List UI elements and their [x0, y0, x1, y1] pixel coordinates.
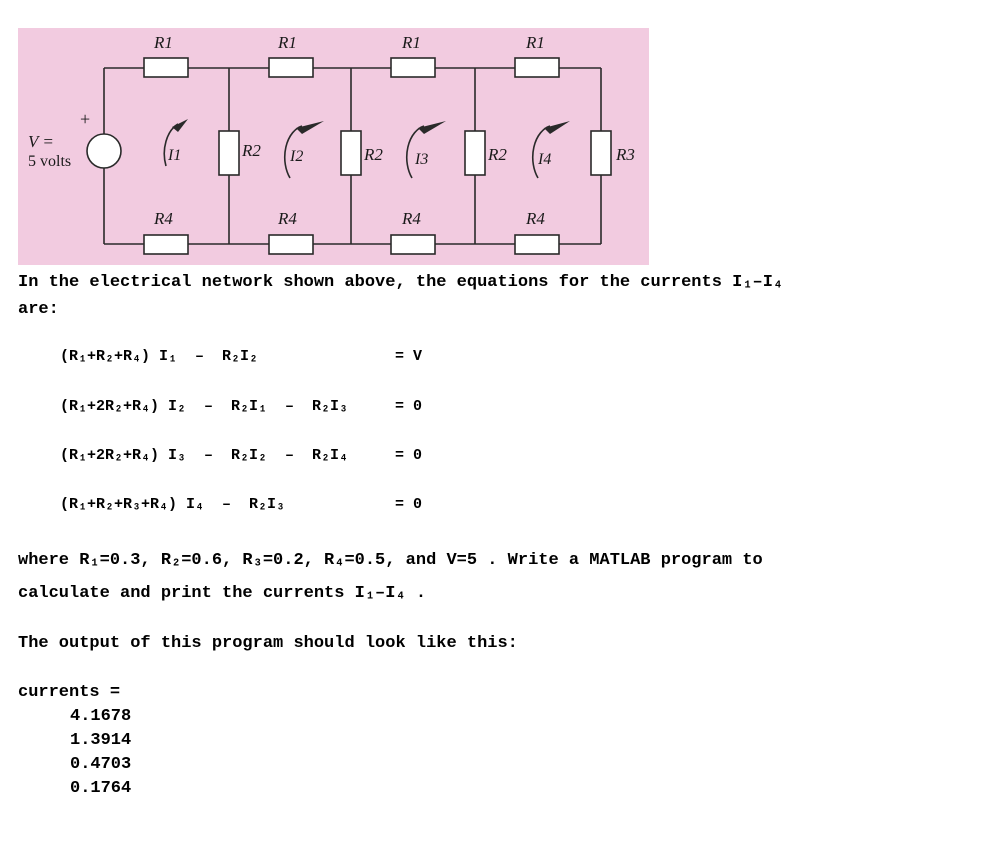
i3-label: I3: [414, 151, 428, 168]
output-intro: The output of this program should look l…: [18, 634, 518, 653]
r1-label-1: R1: [153, 33, 173, 52]
r1-label-3: R1: [401, 33, 421, 52]
intro-line-2: are:: [18, 300, 59, 319]
r4-label-4: R4: [525, 209, 545, 228]
r2-label-2: R2: [363, 145, 383, 164]
i1-label: I1: [167, 147, 181, 164]
equation-4-rhs: = 0: [395, 496, 423, 513]
i2-label: I2: [289, 148, 303, 165]
r1-resistors: [143, 57, 560, 78]
r3-label: R3: [615, 145, 635, 164]
where-line-1: where R₁=0.3, R₂=0.6, R₃=0.2, R₄=0.5, an…: [18, 551, 763, 570]
equation-1-rhs: = V: [395, 348, 423, 365]
voltage-label: V =: [28, 132, 54, 151]
voltage-source-icon: [86, 133, 122, 169]
output-value-1: 4.1678: [70, 707, 132, 726]
output-header: currents =: [18, 683, 121, 702]
output-value-4: 0.1764: [70, 779, 132, 798]
equation-3-rhs: = 0: [395, 447, 423, 464]
equation-2-rhs: = 0: [395, 398, 423, 415]
intro-line-1: In the electrical network shown above, t…: [18, 273, 784, 292]
output-value-2: 1.3914: [70, 731, 132, 750]
equation-4-lhs: (R₁+R₂+R₃+R₄) I₄ – R₂I₃: [60, 496, 286, 513]
r2-label-3: R2: [487, 145, 507, 164]
plus-sign: +: [80, 109, 90, 129]
loop-arrowheads: [172, 119, 570, 134]
r4-resistors: [143, 234, 560, 255]
r2-r3-resistors: [218, 130, 612, 176]
equation-3-lhs: (R₁+2R₂+R₄) I₃ – R₂I₂ – R₂I₄: [60, 447, 349, 464]
r4-label-3: R4: [401, 209, 421, 228]
equation-2-lhs: (R₁+2R₂+R₄) I₂ – R₂I₁ – R₂I₃: [60, 398, 349, 415]
r1-label-4: R1: [525, 33, 545, 52]
where-line-2: calculate and print the currents I₁–I₄ .: [18, 584, 427, 603]
i4-label: I4: [537, 151, 551, 168]
circuit-diagram: R1 R1 R1 R1 R4 R4 R4 R4 R2 R2 R2 R3 + V …: [18, 28, 649, 265]
r4-label-2: R4: [277, 209, 297, 228]
output-value-3: 0.4703: [70, 755, 132, 774]
r4-label-1: R4: [153, 209, 173, 228]
r2-label-1: R2: [241, 141, 261, 160]
equation-1-lhs: (R₁+R₂+R₄) I₁ – R₂I₂: [60, 348, 259, 365]
voltage-value: 5 volts: [28, 153, 71, 170]
r1-label-2: R1: [277, 33, 297, 52]
